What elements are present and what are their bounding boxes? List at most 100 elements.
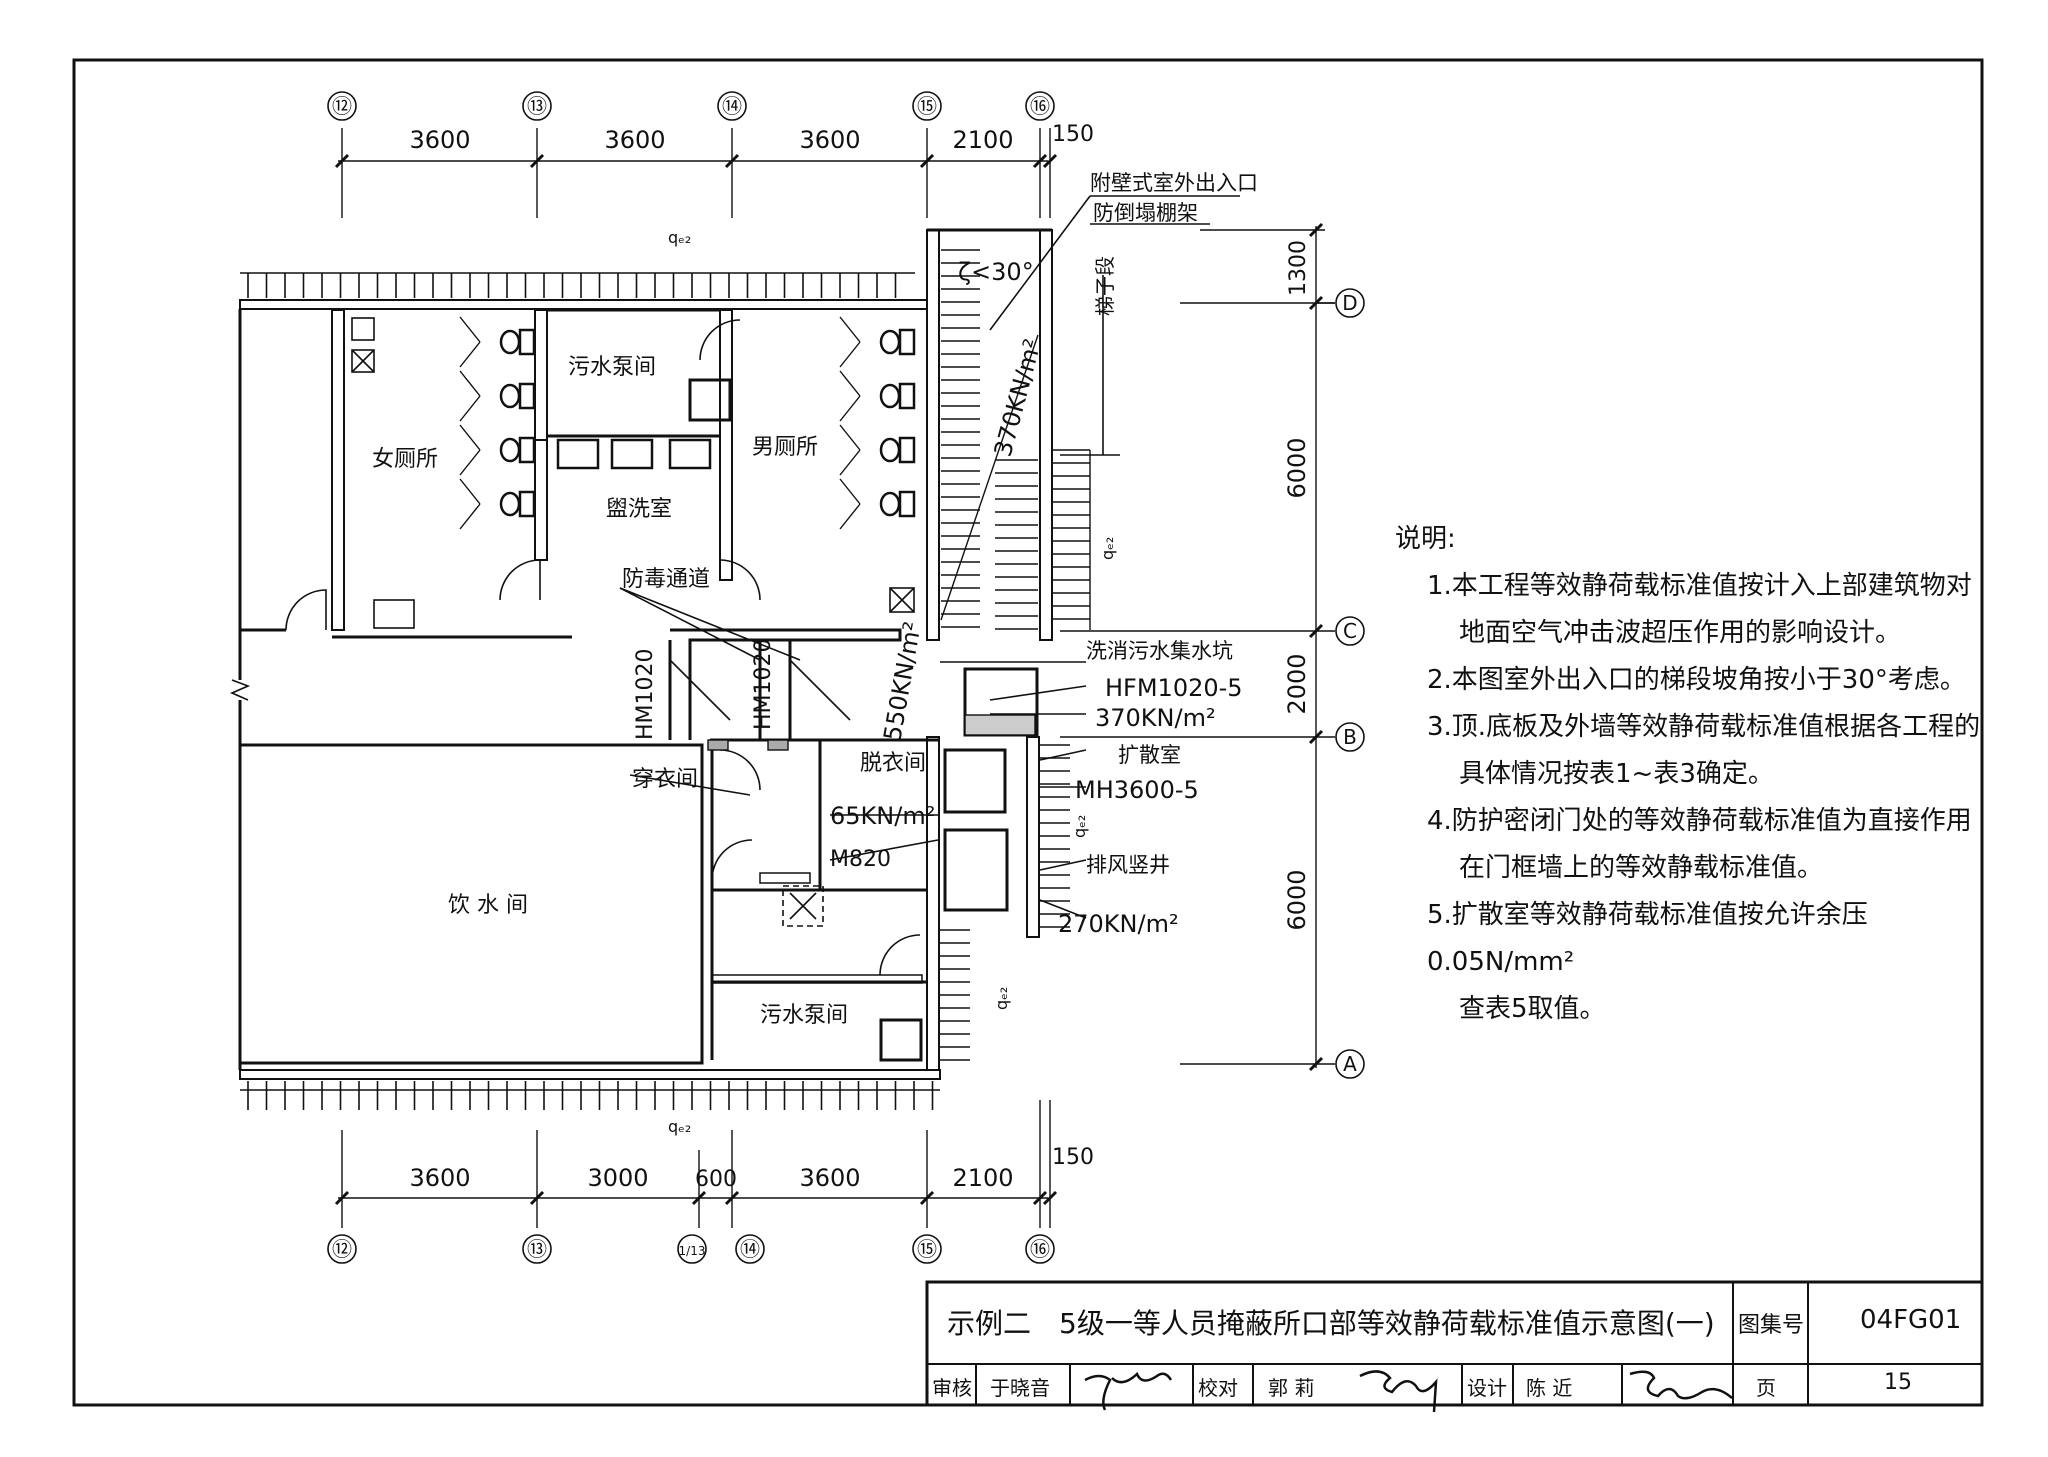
axis-bottom-1-13: 1/13 — [679, 1244, 706, 1258]
reviewer-name: 于晓音 — [990, 1376, 1050, 1400]
q-top-label: qₑ₂ — [668, 228, 691, 247]
room-washroom: 盥洗室 — [606, 497, 672, 522]
dim-top-1: 3600 — [409, 126, 470, 154]
bottom-load-arrows — [240, 1081, 940, 1110]
check-label: 校对 — [1198, 1376, 1238, 1400]
label-sump: 洗消污水集水坑 — [1086, 639, 1233, 663]
note-4a: 4.防护密闭门处的等效静荷载标准值为直接作用 — [1427, 806, 1972, 836]
label-entrance: 附壁式室外出入口 — [1090, 171, 1258, 195]
axis-top-13: ⑬ — [527, 94, 547, 118]
axis-bottom-13: ⑬ — [527, 1237, 547, 1261]
note-3a: 3.顶.底板及外墙等效静荷载标准值根据各工程的 — [1427, 712, 1981, 742]
q-right-label-1: qₑ₂ — [1098, 537, 1117, 560]
room-sewage-pump-bottom: 污水泵间 — [760, 1003, 848, 1028]
page-label: 页 — [1756, 1376, 1776, 1400]
atlas-label: 图集号 — [1738, 1313, 1805, 1338]
axis-top-14: ⑭ — [722, 94, 742, 118]
leader-lines — [619, 195, 1240, 919]
atlas-number: 04FG01 — [1860, 1305, 1962, 1335]
room-undressing: 脱衣间 — [860, 751, 926, 776]
notes-heading: 说明: — [1395, 524, 1456, 554]
signatures — [1084, 1370, 1733, 1413]
note-5a: 5.扩散室等效静荷载标准值按允许余压0.05N/mm² — [1427, 900, 1868, 977]
axis-top-15: ⑮ — [917, 94, 937, 118]
room-male-toilet: 男厕所 — [752, 435, 818, 460]
label-door-m820: M820 — [830, 847, 891, 872]
page-number: 15 — [1884, 1370, 1912, 1395]
bottom-axis-bubbles: ⑫ ⑬ 1/13 ⑭ ⑮ ⑯ — [327, 1234, 1055, 1264]
walls — [230, 228, 1053, 1080]
label-door-mh: MH3600-5 — [1075, 776, 1199, 804]
load-undress: 65KN/m² — [830, 802, 935, 830]
door-swings — [285, 319, 921, 976]
right-axis-bubbles: D C B A — [1335, 288, 1365, 1079]
axis-right-B: B — [1343, 725, 1357, 749]
room-decon-passage: 防毒通道 — [622, 567, 710, 592]
label-expansion: 扩散室 — [1118, 743, 1181, 767]
top-axis-bubbles: ⑫ ⑬ ⑭ ⑮ ⑯ — [327, 91, 1055, 121]
dim-bottom-3: 600 — [695, 1167, 737, 1192]
axis-bottom-16: ⑯ — [1030, 1237, 1050, 1261]
note-4b: 在门框墙上的等效静载标准值。 — [1459, 853, 1824, 883]
q-bottom-label: qₑ₂ — [668, 1117, 691, 1136]
checker-name: 郭 莉 — [1268, 1376, 1315, 1400]
note-1b: 地面空气冲击波超压作用的影响设计。 — [1459, 618, 1902, 648]
dim-right-2: 6000 — [1283, 437, 1311, 498]
dim-right-3: 2000 — [1283, 653, 1311, 714]
axis-right-A: A — [1343, 1052, 1357, 1076]
axis-bottom-12: ⑫ — [332, 1237, 352, 1261]
dim-bottom-1: 3600 — [409, 1164, 470, 1192]
bottom-dimension-chain: 3600 3000 600 3600 2100 150 — [334, 1100, 1094, 1228]
top-dimension-chain: 3600 3600 3600 2100 150 — [334, 122, 1094, 218]
label-exhaust: 排风竖井 — [1086, 853, 1170, 877]
label-slope: ζ<30° — [958, 258, 1034, 286]
dim-right-1: 1300 — [1286, 240, 1311, 296]
note-3b: 具体情况按表1~表3确定。 — [1459, 759, 1774, 789]
stair-treads — [940, 249, 1039, 630]
design-label: 设计 — [1467, 1376, 1507, 1400]
load-exhaust: 270KN/m² — [1058, 910, 1179, 938]
dim-bottom-5: 2100 — [952, 1164, 1013, 1192]
title-text: 示例二 5级一等人员掩蔽所口部等效静荷载标准值示意图(一) — [947, 1307, 1715, 1340]
q-right-label-3: qₑ₂ — [992, 987, 1011, 1010]
right-dimension-chain: 1300 6000 2000 6000 — [1060, 222, 1335, 1072]
q-right-label-2: qₑ₂ — [1070, 815, 1089, 838]
dim-bottom-2: 3000 — [587, 1164, 648, 1192]
label-anti-collapse: 防倒塌棚架 — [1093, 201, 1198, 225]
design-notes: 说明: 1.本工程等效静荷载标准值按计入上部建筑物对 地面空气冲击波超压作用的影… — [1395, 516, 1995, 1033]
room-labels: 女厕所 男厕所 污水泵间 污水泵间 盥洗室 防毒通道 穿衣间 脱衣间 饮 水 间… — [372, 256, 1117, 1028]
designer-name: 陈 近 — [1526, 1376, 1573, 1400]
room-female-toilet: 女厕所 — [372, 447, 438, 472]
dim-top-5: 150 — [1052, 122, 1094, 147]
sanitary-fixtures — [459, 316, 916, 530]
note-2: 2.本图室外出入口的梯段坡角按小于30°考虑。 — [1427, 665, 1966, 695]
equipment — [351, 317, 923, 1062]
axis-right-C: C — [1343, 619, 1357, 643]
label-door-hm2: HM1020 — [751, 638, 776, 730]
label-door-hfm: HFM1020-5 — [1105, 674, 1243, 702]
room-sewage-pump-top: 污水泵间 — [568, 355, 656, 380]
annotation-labels: 附壁式室外出入口 防倒塌棚架 ζ<30° 洗消污水集水坑 扩散室 排风竖井 HF… — [633, 171, 1258, 877]
note-5b: 查表5取值。 — [1459, 994, 1606, 1024]
room-water: 饮 水 间 — [448, 893, 528, 918]
right-load-arrows — [939, 449, 1091, 1061]
top-load-arrows — [240, 272, 915, 298]
note-1a: 1.本工程等效静荷载标准值按计入上部建筑物对 — [1427, 571, 1972, 601]
dim-top-2: 3600 — [604, 126, 665, 154]
axis-right-D: D — [1342, 291, 1357, 315]
load-hfm: 370KN/m² — [1095, 704, 1216, 732]
hatched-door-frames — [707, 714, 1036, 751]
axis-top-12: ⑫ — [332, 94, 352, 118]
axis-bottom-14: ⑭ — [740, 1237, 760, 1261]
label-door-hm1: HM1020 — [633, 648, 658, 740]
axis-bottom-15: ⑮ — [917, 1237, 937, 1261]
label-stair-section: 梯子段 — [1093, 256, 1117, 316]
review-label: 审核 — [932, 1376, 972, 1400]
room-dressing: 穿衣间 — [632, 767, 698, 792]
dim-right-4: 6000 — [1283, 869, 1311, 930]
dim-top-3: 3600 — [799, 126, 860, 154]
dim-bottom-6: 150 — [1052, 1145, 1094, 1170]
dim-top-4: 2100 — [952, 126, 1013, 154]
